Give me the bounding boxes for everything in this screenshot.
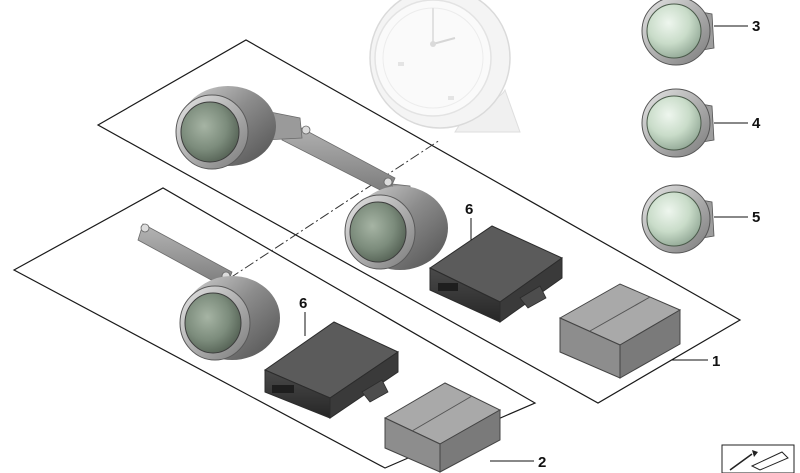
set-1-frame <box>96 39 742 404</box>
parts-box <box>383 382 502 473</box>
leader-lines <box>304 25 748 462</box>
callout-6-lower: 6 <box>299 295 307 312</box>
assembly-centerline <box>229 139 441 279</box>
display-pod-with-arm <box>175 86 396 195</box>
callout-5: 5 <box>752 209 760 226</box>
gauge-clock-ghost <box>369 0 521 133</box>
parts-box <box>558 283 682 379</box>
control-module <box>263 321 400 419</box>
callout-3: 3 <box>752 18 760 35</box>
callout-1: 1 <box>712 353 720 370</box>
auxiliary-gauge <box>641 0 715 66</box>
auxiliary-gauge <box>641 184 715 254</box>
callout-2: 2 <box>538 454 546 471</box>
catalog-symbol-icon <box>721 444 795 473</box>
auxiliary-gauge <box>641 88 715 158</box>
display-pod-with-arm-lower <box>137 223 280 361</box>
display-pod <box>344 183 448 270</box>
control-module <box>429 225 563 323</box>
callout-6-upper: 6 <box>465 201 473 218</box>
set-2-frame <box>12 187 537 469</box>
callout-4: 4 <box>752 115 761 132</box>
